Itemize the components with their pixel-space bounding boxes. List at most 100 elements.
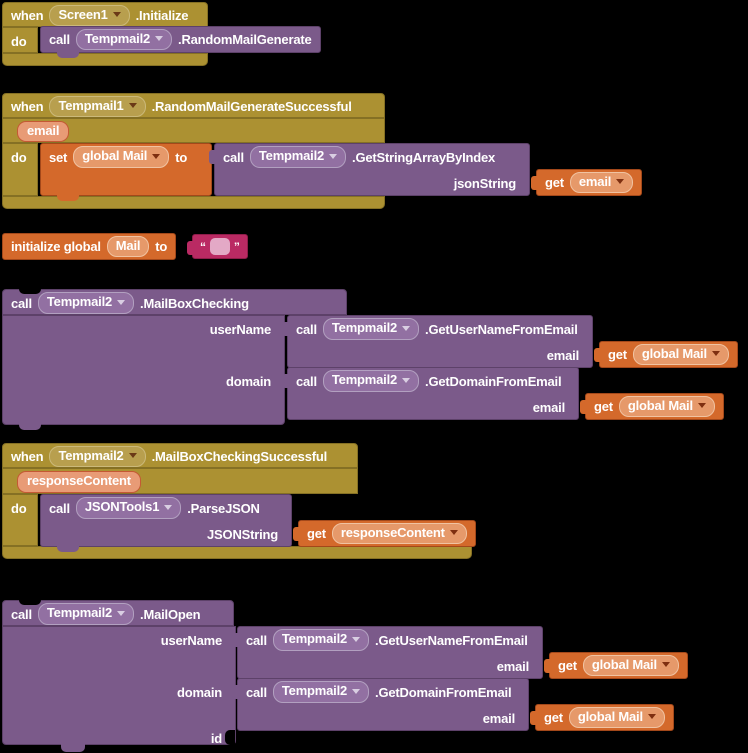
- component-dropdown[interactable]: Tempmail1: [49, 95, 146, 118]
- variable-dropdown[interactable]: global Mail: [582, 654, 679, 677]
- when-screen1-spine[interactable]: do: [2, 27, 38, 53]
- get-global-mail-block[interactable]: get global Mail: [530, 704, 674, 731]
- do-label: do: [11, 500, 27, 516]
- arg-label-jsonstring: jsonString: [453, 175, 516, 191]
- component-dropdown[interactable]: Tempmail2: [249, 146, 347, 168]
- call-parsejson-block[interactable]: call JSONTools1 .ParseJSON JSONString: [40, 494, 292, 552]
- when-label: when: [11, 99, 44, 114]
- dropdown-caret-icon: [402, 325, 411, 331]
- statement-notch: [19, 289, 41, 294]
- empty-string-block[interactable]: “ ”: [187, 234, 248, 259]
- arg-label-username: userName: [209, 321, 271, 337]
- component-dropdown[interactable]: Tempmail2: [37, 292, 135, 314]
- when-screen1-bottom: [2, 53, 208, 66]
- get-label: get: [544, 710, 563, 725]
- when-spine[interactable]: do: [2, 494, 38, 546]
- arg-label-domain: domain: [176, 684, 222, 700]
- call-label: call: [223, 149, 244, 165]
- when-spine[interactable]: do: [2, 143, 38, 196]
- component-dropdown[interactable]: Tempmail2: [75, 28, 173, 51]
- call-getdomainfromemail-block[interactable]: call Tempmail2 .GetDomainFromEmail email: [232, 678, 529, 731]
- arg-label-domain: domain: [225, 373, 271, 389]
- method-label: .MailBoxChecking: [140, 295, 249, 311]
- statement-tab: [61, 744, 85, 752]
- get-global-mail-block[interactable]: get global Mail: [580, 393, 724, 420]
- value-plug: [530, 711, 537, 725]
- set-global-mail-block[interactable]: set global Mail to: [40, 143, 212, 201]
- get-global-mail-block[interactable]: get global Mail: [594, 341, 738, 368]
- dropdown-caret-icon: [152, 153, 161, 159]
- arg-label-id: id: [210, 731, 222, 746]
- do-label: do: [11, 149, 27, 165]
- variable-dropdown[interactable]: global Mail: [632, 343, 729, 366]
- method-label: .GetStringArrayByIndex: [352, 149, 496, 165]
- call-getdomainfromemail-block[interactable]: call Tempmail2 .GetDomainFromEmail email: [282, 367, 579, 420]
- variable-name-field[interactable]: Mail: [106, 235, 150, 258]
- arg-label-email: email: [532, 399, 565, 415]
- dropdown-caret-icon: [697, 403, 706, 409]
- call-mailboxchecking-block[interactable]: call Tempmail2 .MailBoxChecking: [2, 289, 347, 315]
- event-label: .MailBoxCheckingSuccessful: [151, 449, 328, 464]
- dropdown-caret-icon: [117, 610, 126, 616]
- get-label: get: [594, 399, 613, 414]
- string-input-field[interactable]: [209, 238, 230, 255]
- get-responsecontent-block[interactable]: get responseContent: [293, 520, 476, 547]
- component-dropdown[interactable]: Tempmail2: [272, 629, 370, 651]
- when-screen1-initialize-block[interactable]: when Screen1 .Initialize: [2, 2, 208, 27]
- statement-tab: [57, 546, 79, 552]
- dropdown-caret-icon: [155, 36, 164, 42]
- call-getstringarraybyindex-block[interactable]: call Tempmail2 .GetStringArrayByIndex js…: [209, 143, 530, 196]
- variable-dropdown[interactable]: global Mail: [618, 395, 715, 418]
- set-label: set: [49, 149, 68, 165]
- when-mailboxcheckingsuccessful-block[interactable]: when Tempmail2 .MailBoxCheckingSuccessfu…: [2, 443, 358, 468]
- get-label: get: [608, 347, 627, 362]
- method-label: .ParseJSON: [187, 500, 260, 516]
- call-mailboxchecking-body[interactable]: userName domain: [2, 315, 285, 430]
- do-label: do: [11, 33, 27, 49]
- to-label: to: [175, 149, 188, 165]
- value-plug: [232, 633, 239, 647]
- method-label: .RandomMailGenerate: [178, 32, 312, 47]
- method-label: .GetDomainFromEmail: [375, 684, 512, 700]
- value-plug: [282, 322, 289, 336]
- when-randommailgeneratesuccessful-block[interactable]: when Tempmail1 .RandomMailGenerateSucces…: [2, 93, 385, 118]
- call-getusernamefromemail-block[interactable]: call Tempmail2 .GetUserNameFromEmail ema…: [282, 315, 593, 368]
- initialize-global-mail-block[interactable]: initialize global Mail to: [2, 233, 177, 260]
- component-dropdown[interactable]: Screen1: [49, 4, 130, 27]
- param-badge-responsecontent: responseContent: [17, 471, 141, 493]
- get-global-mail-block[interactable]: get global Mail: [544, 652, 688, 679]
- event-params-row: email: [2, 118, 385, 143]
- component-dropdown[interactable]: Tempmail2: [322, 370, 420, 392]
- dropdown-caret-icon: [128, 103, 137, 109]
- variable-dropdown[interactable]: global Mail: [73, 146, 170, 168]
- component-dropdown[interactable]: JSONTools1: [75, 497, 182, 519]
- component-dropdown[interactable]: Tempmail2: [322, 318, 420, 340]
- arg-label-username: userName: [160, 632, 222, 648]
- get-email-block[interactable]: get email: [531, 169, 643, 196]
- variable-dropdown[interactable]: global Mail: [568, 706, 665, 729]
- call-getusernamefromemail-block[interactable]: call Tempmail2 .GetUserNameFromEmail ema…: [232, 626, 543, 679]
- call-mailopen-body[interactable]: userName domain id: [2, 626, 236, 752]
- component-dropdown[interactable]: Tempmail2: [272, 681, 370, 703]
- value-plug: [232, 685, 239, 699]
- get-label: get: [545, 175, 564, 190]
- event-params-row: responseContent: [2, 468, 358, 494]
- method-label: .GetUserNameFromEmail: [425, 321, 578, 337]
- param-badge-email: email: [17, 120, 70, 143]
- call-label: call: [49, 32, 70, 47]
- method-label: .GetUserNameFromEmail: [375, 632, 528, 648]
- method-label: .MailOpen: [140, 606, 201, 622]
- dropdown-caret-icon: [128, 453, 137, 459]
- dropdown-caret-icon: [711, 351, 720, 357]
- component-dropdown[interactable]: Tempmail2: [37, 603, 135, 625]
- open-quote: “: [200, 239, 206, 254]
- call-randommailgenerate-block[interactable]: call Tempmail2 .RandomMailGenerate: [40, 26, 321, 58]
- component-dropdown[interactable]: Tempmail2: [49, 445, 146, 468]
- variable-dropdown[interactable]: responseContent: [331, 522, 467, 545]
- call-mailopen-block[interactable]: call Tempmail2 .MailOpen: [2, 600, 234, 626]
- close-quote: ”: [233, 239, 240, 254]
- variable-dropdown[interactable]: email: [569, 171, 634, 194]
- statement-tab: [57, 52, 79, 58]
- dropdown-caret-icon: [647, 714, 656, 720]
